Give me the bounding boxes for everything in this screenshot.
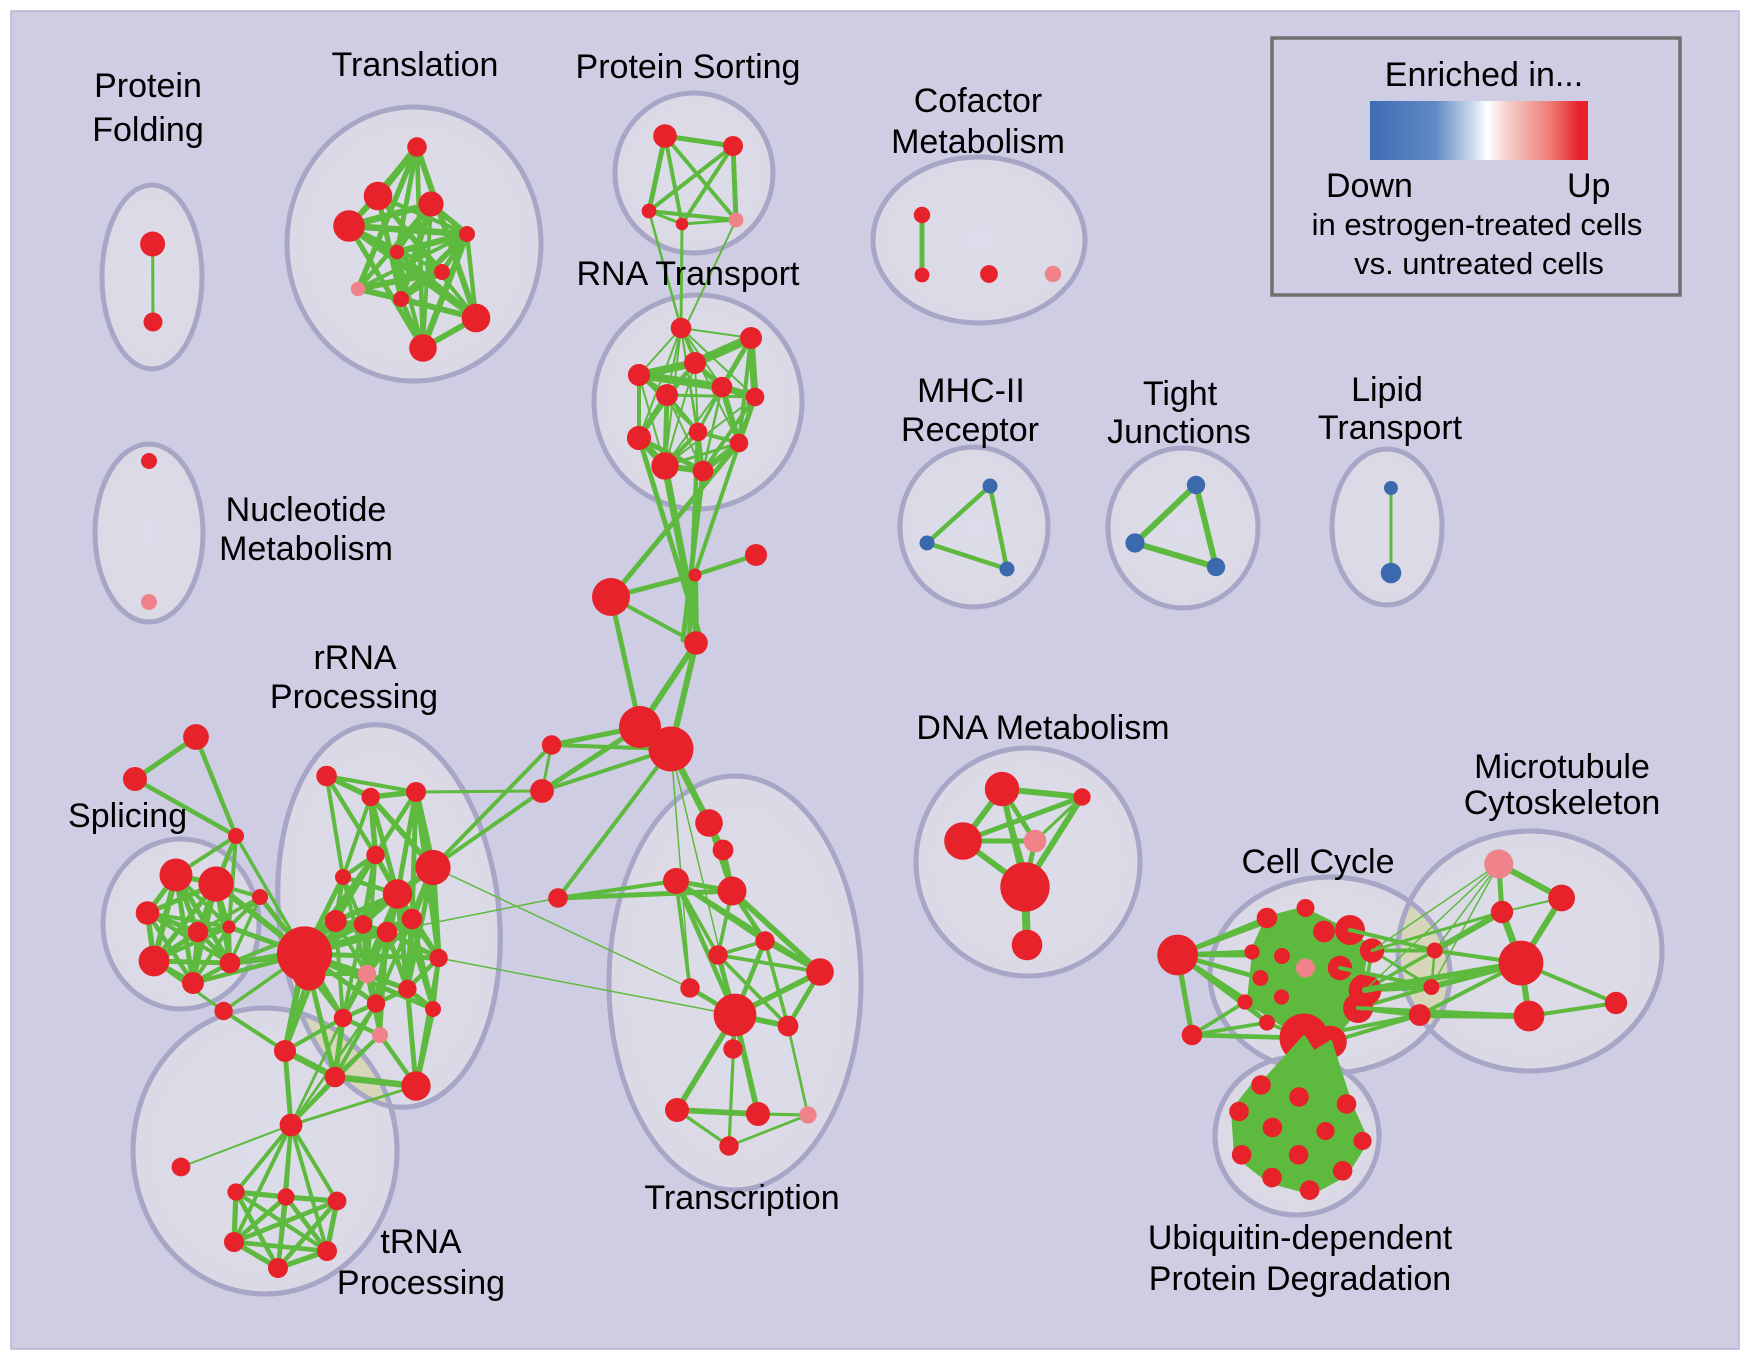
svg-text:Up: Up [1567, 167, 1610, 205]
svg-text:Lipid: Lipid [1351, 371, 1423, 409]
svg-text:Transcription: Transcription [644, 1179, 839, 1217]
svg-text:Nucleotide: Nucleotide [226, 491, 387, 529]
svg-text:Microtubule: Microtubule [1474, 748, 1650, 786]
svg-text:Protein Sorting: Protein Sorting [576, 48, 801, 86]
svg-text:Folding: Folding [92, 111, 204, 149]
svg-text:Receptor: Receptor [901, 411, 1039, 449]
svg-text:in estrogen-treated cells: in estrogen-treated cells [1312, 207, 1643, 242]
svg-text:Processing: Processing [270, 678, 438, 716]
svg-text:MHC-II: MHC-II [917, 372, 1025, 410]
svg-text:Processing: Processing [337, 1264, 505, 1302]
svg-text:DNA Metabolism: DNA Metabolism [916, 709, 1169, 747]
svg-text:Metabolism: Metabolism [891, 123, 1065, 161]
svg-text:Splicing: Splicing [68, 797, 187, 835]
svg-text:Protein Degradation: Protein Degradation [1149, 1260, 1451, 1298]
svg-text:Junctions: Junctions [1107, 413, 1251, 451]
svg-text:Enriched in...: Enriched in... [1385, 56, 1583, 94]
svg-text:RNA Transport: RNA Transport [577, 255, 801, 293]
svg-text:Ubiquitin-dependent: Ubiquitin-dependent [1148, 1219, 1453, 1257]
svg-text:rRNA: rRNA [313, 639, 396, 677]
svg-text:Translation: Translation [332, 46, 499, 84]
svg-text:Tight: Tight [1143, 375, 1218, 413]
svg-text:Cofactor: Cofactor [914, 82, 1043, 120]
svg-text:Down: Down [1326, 167, 1413, 205]
svg-text:Cytoskeleton: Cytoskeleton [1464, 784, 1661, 822]
svg-text:Cell Cycle: Cell Cycle [1241, 843, 1394, 881]
svg-text:Metabolism: Metabolism [219, 530, 393, 568]
svg-text:tRNA: tRNA [380, 1223, 462, 1261]
svg-text:Protein: Protein [94, 67, 202, 105]
svg-text:Transport: Transport [1318, 409, 1463, 447]
svg-text:vs. untreated cells: vs. untreated cells [1354, 246, 1604, 281]
